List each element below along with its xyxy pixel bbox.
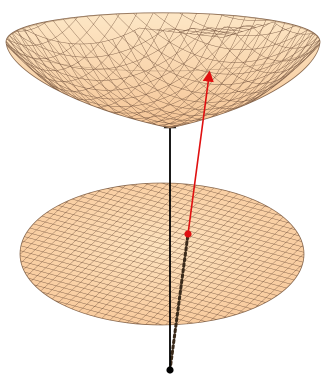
hyperboloid-grid-line (167, 12, 320, 94)
hyperboloid-grid-line (97, 0, 325, 5)
hyperboloid-grid-line (8, 12, 318, 127)
hyperboloid-grid-line (200, 12, 320, 62)
hyperboloid-grid-line (6, 12, 115, 17)
disk-grid-line (20, 271, 248, 325)
disk-grid-line (95, 183, 260, 325)
disk-grid-line (150, 198, 304, 325)
disk-point (184, 230, 192, 238)
disk-grid-line (20, 232, 291, 315)
disk-grid-line (20, 236, 287, 319)
origin-point (166, 366, 174, 374)
hyperboloid-grid-line (6, 12, 250, 91)
disk-grid-line (20, 267, 253, 325)
disk-grid-line (189, 208, 304, 325)
hyperboloid-grid-line (6, 12, 230, 58)
hyperboloid-grid-line (211, 12, 320, 49)
projected-vector (187, 70, 214, 235)
disk-grid-line (20, 224, 299, 307)
disk-grid (20, 183, 304, 325)
projection-line (168, 232, 190, 372)
hyperboloid-grid-line (189, 12, 320, 74)
hyperboloid-grid-line (6, 12, 223, 45)
disk-grid-line (20, 220, 304, 303)
hyperboloid-grid-line (6, 12, 237, 70)
hyperboloid-grid-line (145, 12, 320, 110)
disk-grid-line (126, 191, 291, 325)
hyperboloid-grid-line (6, 12, 270, 114)
disk-grid-line (20, 212, 304, 296)
disk-grid-line (20, 240, 282, 323)
disk-grid-line (20, 228, 295, 311)
disk-grid-line (111, 187, 276, 325)
disk-grid-line (20, 263, 257, 325)
disk-grid-line (173, 204, 304, 325)
disk-grid-line (20, 216, 304, 299)
disk-grid-line (20, 247, 274, 325)
hyperboloid-grid-line (79, 12, 269, 128)
hyperboloid-grid-line (0, 0, 103, 3)
hyperboloid-grid-line (6, 12, 243, 81)
hyperboloid-grid-line (178, 12, 320, 84)
hyperboloid-grid-line (6, 12, 257, 100)
disk-grid-line (20, 244, 278, 325)
projection-disk (19, 182, 305, 326)
hyperboloid-sheet (0, 0, 325, 129)
disk-grid-line (134, 193, 299, 325)
disk-grid-line (119, 189, 283, 325)
disk-grid-line (20, 259, 261, 325)
disk-grid-line (181, 206, 304, 325)
disk-grid-line (204, 213, 304, 325)
disk-grid-line (196, 210, 304, 325)
disk-grid-line (20, 275, 244, 325)
